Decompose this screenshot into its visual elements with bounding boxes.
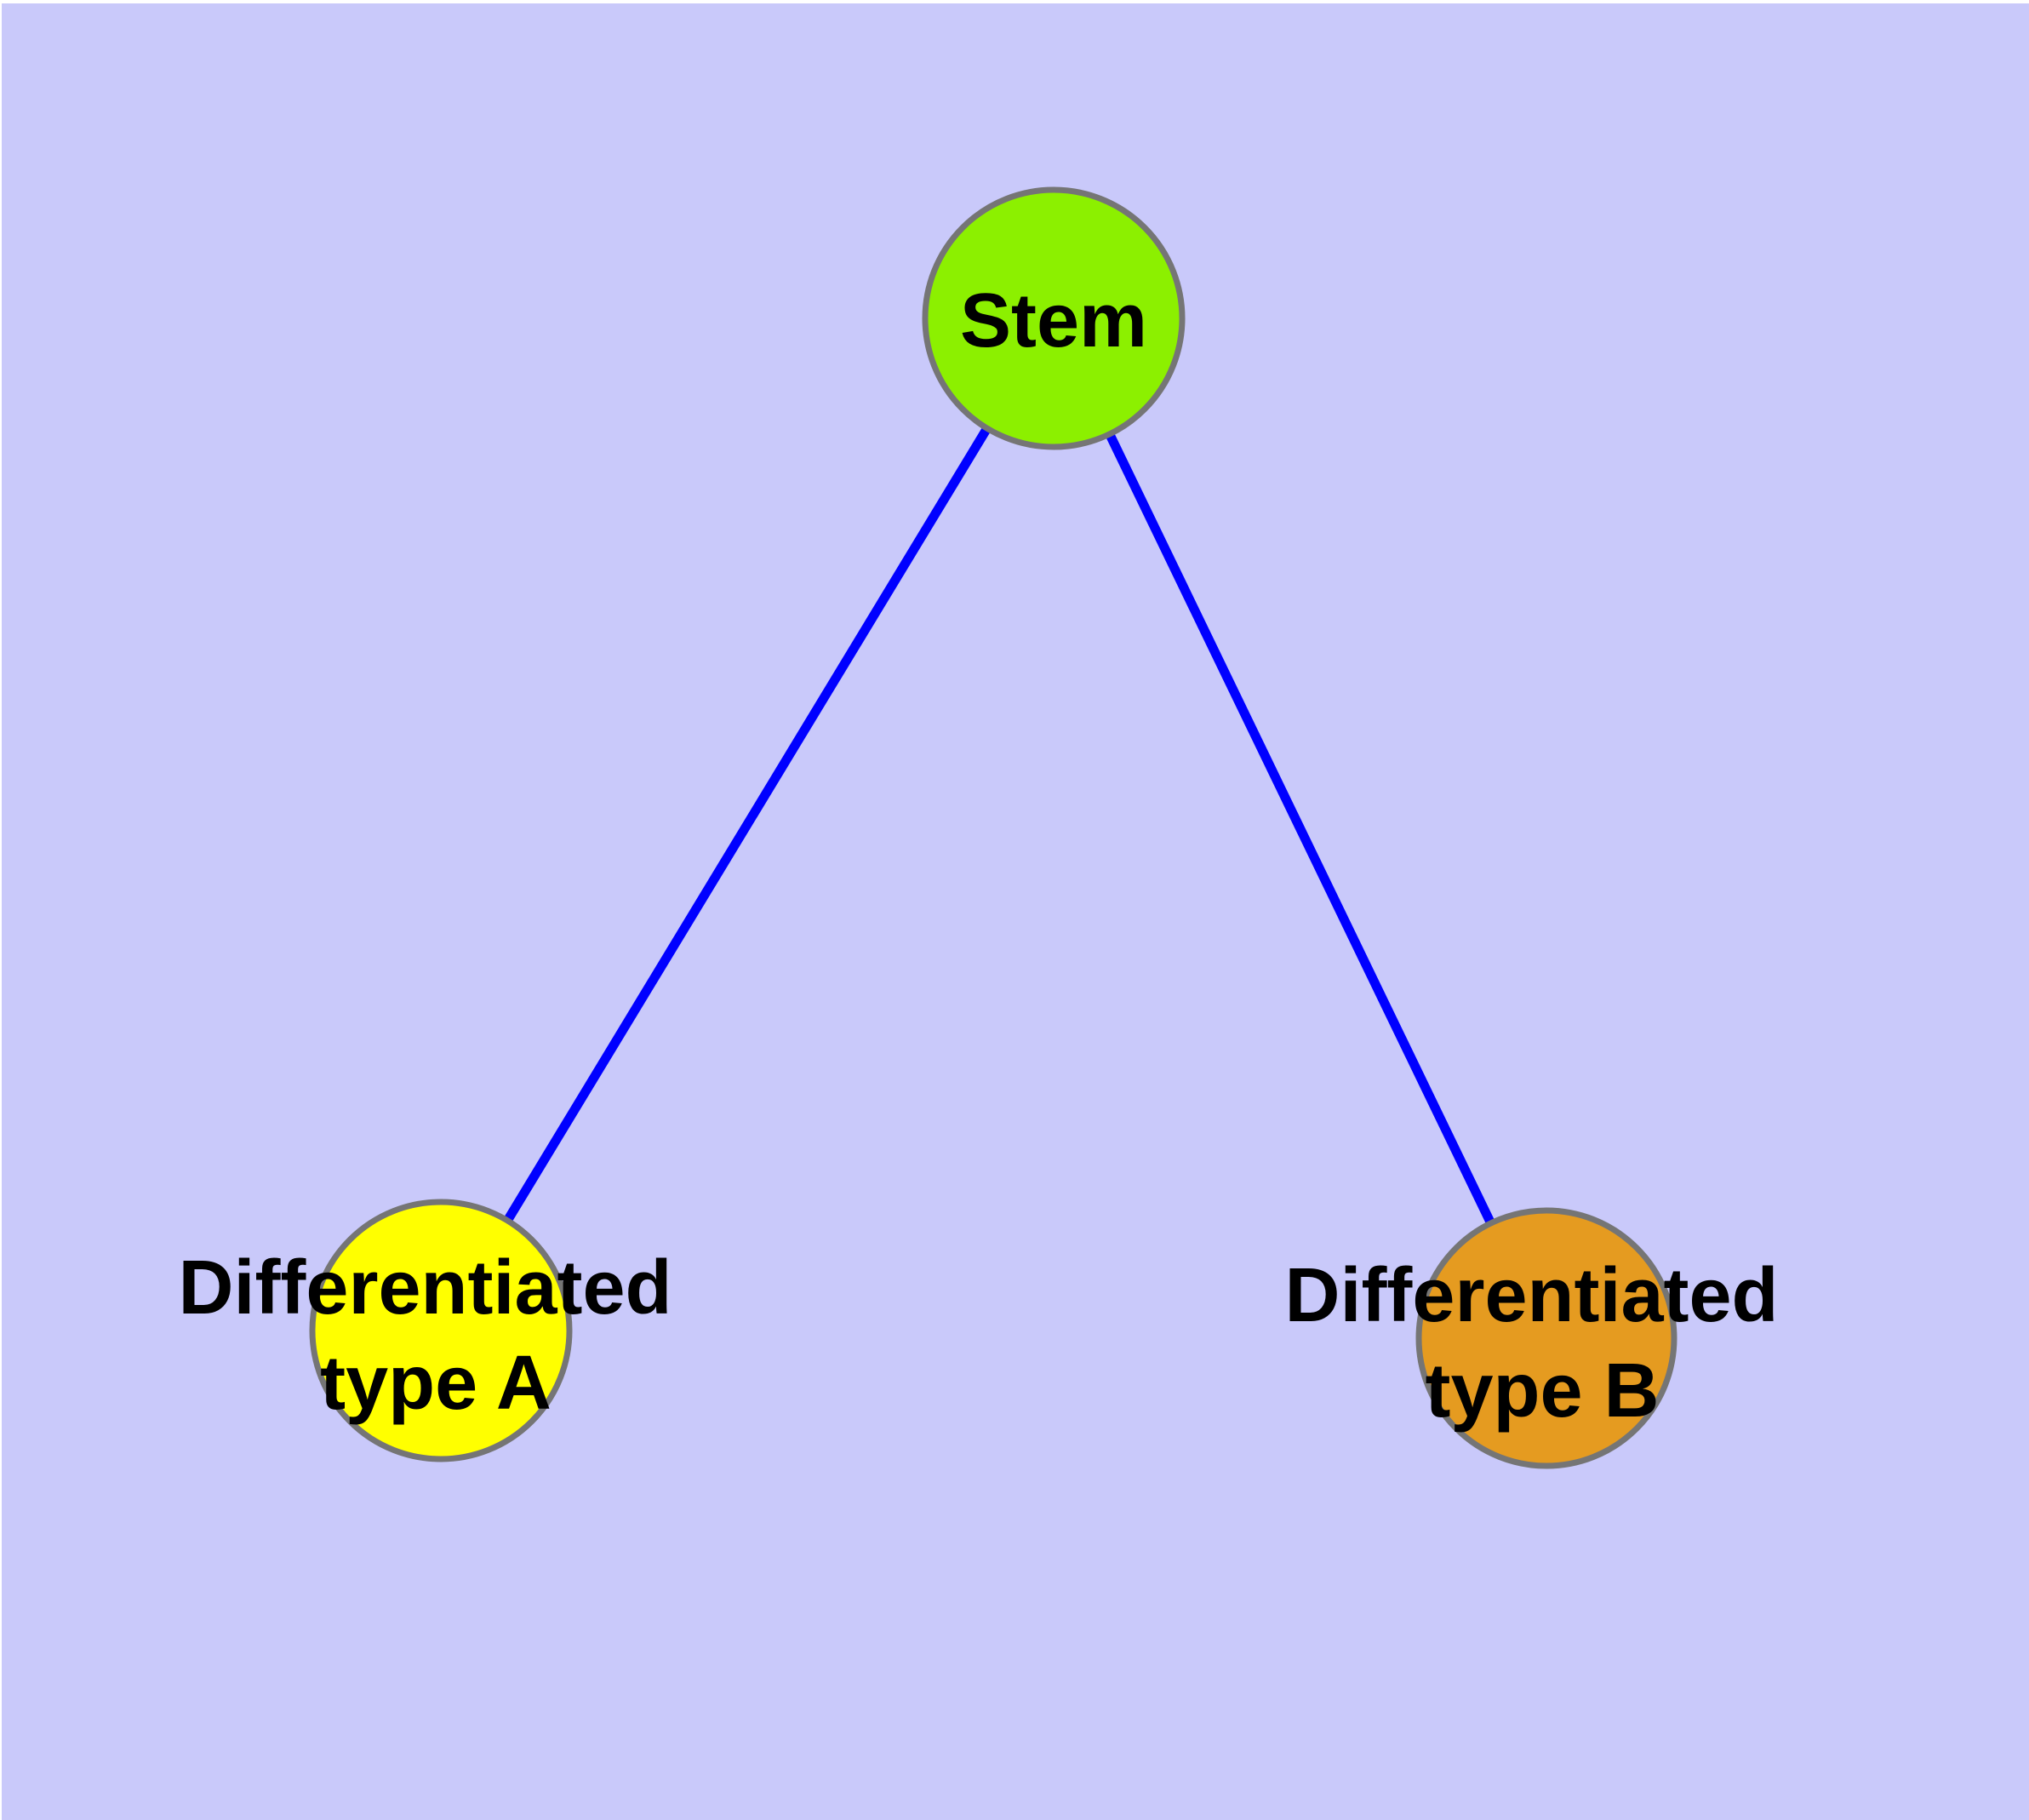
node-differentiated-type-b-circle (1415, 1207, 1677, 1469)
node-differentiated-type-a-circle (309, 1199, 573, 1462)
edge-stem-to-type-b (1049, 316, 1551, 1341)
node-stem-label-line1: Stem (960, 278, 1147, 363)
node-differentiated-type-b: Differentiated type B (1284, 1207, 1799, 1469)
node-stem-circle (922, 186, 1186, 450)
edge-stem-to-type-a (437, 316, 1058, 1333)
node-differentiated-type-b-label: Differentiated type B (1284, 1253, 1799, 1434)
edge-group (437, 316, 1551, 1341)
node-stem-label: Stem (960, 278, 1147, 363)
node-differentiated-type-a-label-line2: type A (320, 1341, 552, 1426)
node-differentiated-type-b-label-line1: Differentiated (1284, 1253, 1778, 1338)
node-differentiated-type-b-label-line2: type B (1425, 1348, 1659, 1434)
node-stem: Stem (922, 186, 1186, 450)
node-differentiated-type-a-label: Differentiated type A (178, 1245, 693, 1426)
node-differentiated-type-a: Differentiated type A (178, 1199, 693, 1462)
node-differentiated-type-a-label-line1: Differentiated (178, 1245, 672, 1331)
